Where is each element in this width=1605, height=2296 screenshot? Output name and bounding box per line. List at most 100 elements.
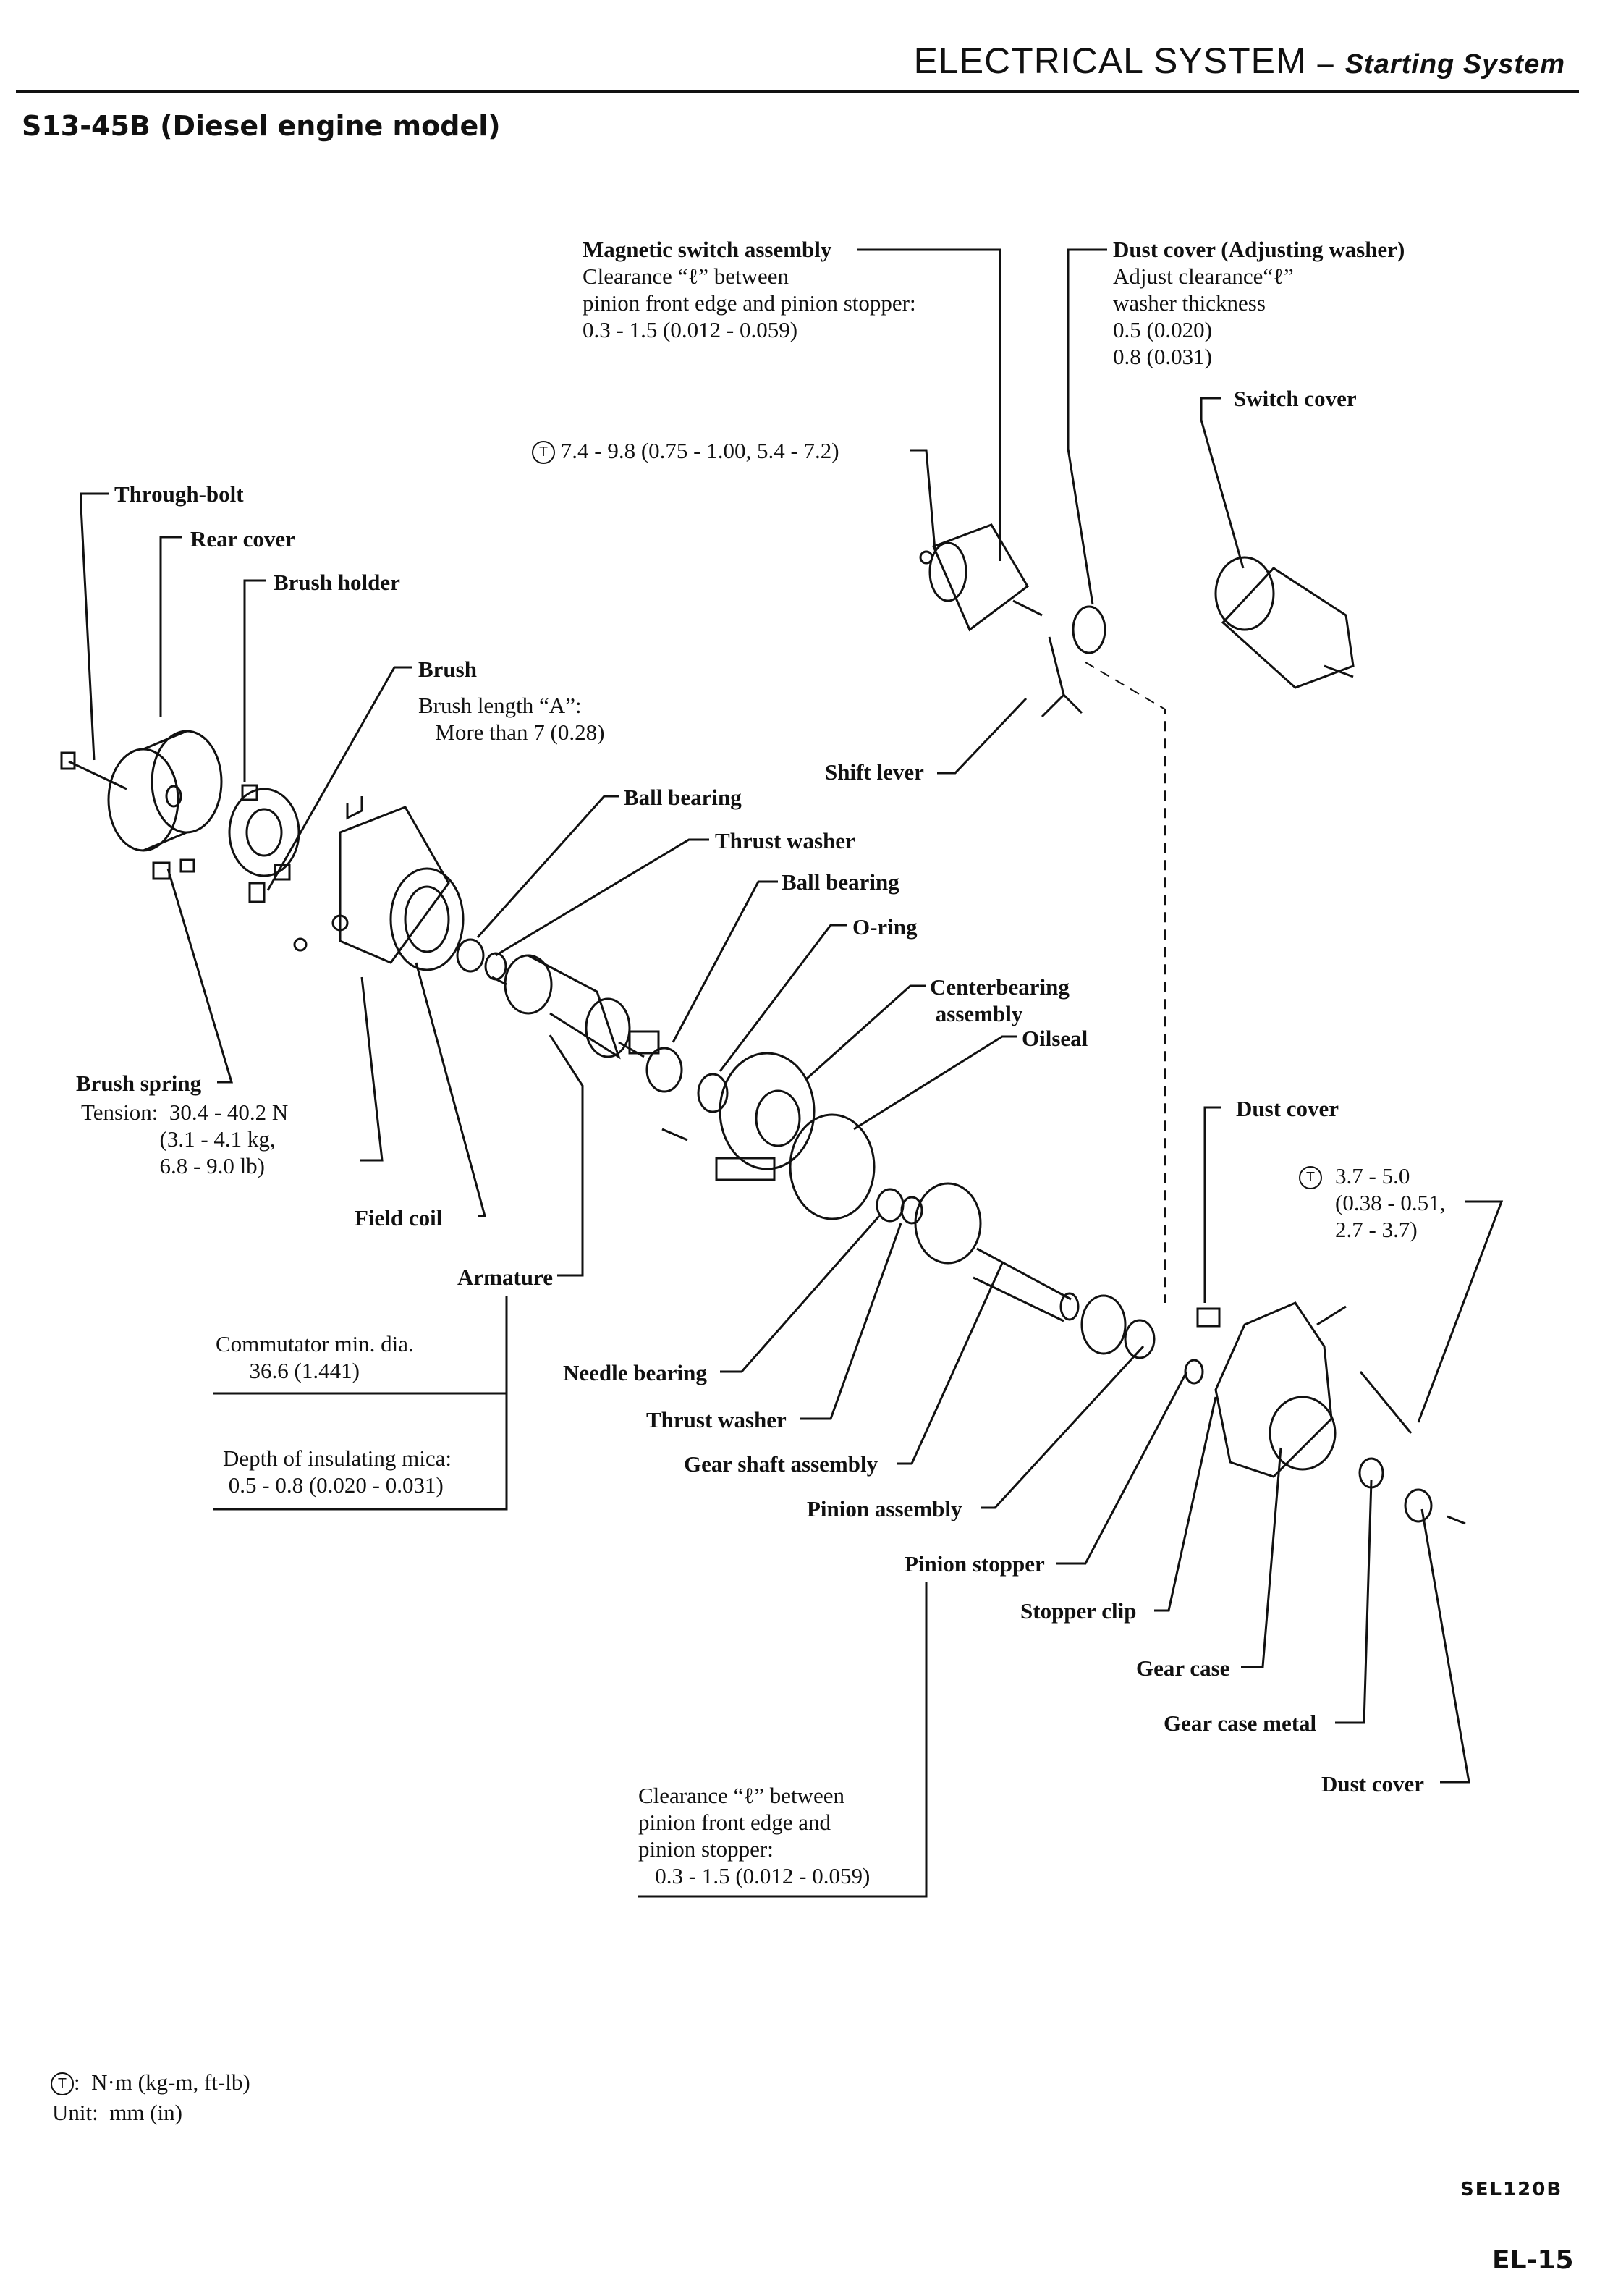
label-pinion-assembly: Pinion assembly: [807, 1496, 962, 1521]
label-stopper-clip: Stopper clip: [1020, 1598, 1137, 1624]
brush-part: [248, 882, 266, 903]
label-rear-cover: Rear cover: [190, 526, 295, 552]
label-torque-switch: T 7.4 - 9.8 (0.75 - 1.00, 5.4 - 7.2): [532, 437, 839, 464]
dust-cover-adj-part: [1072, 605, 1106, 654]
brush-spring-part: [152, 861, 171, 880]
pinion-part: [1080, 1294, 1156, 1359]
label-magnetic-switch-note: Clearance “ℓ” between pinion front edge …: [583, 263, 916, 342]
leader-oilseal: [853, 1035, 1017, 1131]
thrust-washer-1-part: [484, 952, 507, 981]
label-switch-cover: Switch cover: [1234, 386, 1357, 411]
label-dust-cover-2: Dust cover: [1236, 1096, 1339, 1121]
leader-brush-holder: [243, 579, 266, 782]
leader-dust-cover-2: [1203, 1106, 1221, 1303]
leader-stopper-clip: [1154, 1396, 1217, 1612]
leader-rear-cover: [159, 536, 182, 717]
leader-ball-bearing-1: [476, 795, 619, 939]
gear-shaft-part: [876, 1182, 1080, 1322]
label-dust-cover-adjusting-washer: Dust cover (Adjusting washer): [1113, 237, 1405, 262]
label-magnetic-switch: Magnetic switch assembly: [583, 237, 832, 262]
leader-gear-shaft: [897, 1262, 1004, 1465]
ball-bearing-2-part: [645, 1047, 683, 1093]
leader-brush: [266, 666, 412, 891]
header-subtitle: Starting System: [1344, 49, 1565, 80]
clearance-bracket: [638, 1582, 928, 1898]
label-shift-lever: Shift lever: [825, 759, 924, 785]
label-clearance-note: Clearance “ℓ” between pinion front edge …: [638, 1783, 871, 1888]
leader-torque-gear: [1417, 1200, 1504, 1423]
label-thrust-washer-2: Thrust washer: [646, 1407, 787, 1432]
leader-gear-case: [1241, 1447, 1282, 1668]
label-insulating-mica: Depth of insulating mica: 0.5 - 0.8 (0.0…: [223, 1445, 452, 1498]
dust-cover-3-part: [1404, 1488, 1433, 1523]
label-dust-cover-adjusting-note: Adjust clearance“ℓ” washer thickness 0.5…: [1113, 263, 1294, 369]
leader-armature: [415, 962, 486, 1217]
label-gear-case-metal: Gear case metal: [1164, 1710, 1317, 1736]
stopper-clip-part: [1196, 1307, 1221, 1328]
leader-magnetic-switch: [857, 248, 1001, 561]
page-header: ELECTRICAL SYSTEM – Starting System: [914, 40, 1565, 82]
magnetic-switch-part: [919, 523, 1043, 632]
field-coil-part: [293, 796, 465, 971]
section-title: S13-45B (Diesel engine model): [22, 110, 501, 142]
commutator-bracket: [213, 1296, 508, 1511]
torque-icon: T: [51, 2072, 74, 2095]
figure-code: SEL120B: [1460, 2179, 1563, 2200]
label-dust-cover-3: Dust cover: [1321, 1771, 1425, 1797]
header-title: ELECTRICAL SYSTEM: [913, 41, 1307, 81]
label-armature: Armature: [457, 1265, 553, 1290]
leader-ball-bearing-2: [672, 880, 778, 1043]
label-centerbearing: Centerbearing assembly: [930, 974, 1070, 1026]
leader-field-coil: [360, 976, 384, 1162]
oilseal-part: [789, 1113, 876, 1220]
label-needle-bearing: Needle bearing: [563, 1360, 707, 1385]
leader-torque-switch: [910, 449, 936, 551]
leader-o-ring: [719, 924, 847, 1072]
leader-pinion-stopper: [1056, 1371, 1188, 1565]
brush-holder-part: [228, 784, 300, 881]
label-gear-case: Gear case: [1136, 1655, 1230, 1681]
label-ball-bearing-2: Ball bearing: [782, 869, 899, 895]
leader-switch-cover: [1200, 397, 1245, 569]
gear-case-part: [1214, 1301, 1413, 1478]
label-o-ring: O-ring: [852, 914, 918, 940]
centerbearing-part: [715, 1052, 816, 1181]
header-rule: [16, 90, 1579, 93]
torque-icon: T: [1299, 1166, 1322, 1189]
pinion-stopper-part: [1184, 1359, 1204, 1385]
switch-cover-part: [1214, 556, 1355, 689]
leader-dust-cover-adj: [1067, 248, 1107, 605]
leader-armature-2: [549, 1034, 584, 1277]
leader-thrust-washer-1: [495, 838, 709, 957]
label-brush-spring-tension: Tension: 30.4 - 40.2 N (3.1 - 4.1 kg, 6.…: [81, 1100, 289, 1178]
torque-icon: T: [532, 441, 555, 464]
label-gear-shaft-assembly: Gear shaft assembly: [684, 1451, 878, 1477]
through-bolt-part: [60, 751, 127, 790]
leader-brush-spring: [166, 868, 234, 1084]
o-ring-part: [697, 1073, 729, 1113]
legend-unit: Unit: mm (in): [52, 2100, 182, 2125]
label-brush-holder: Brush holder: [274, 570, 400, 595]
label-through-bolt: Through-bolt: [114, 481, 244, 507]
leader-gear-case-metal: [1335, 1480, 1373, 1724]
label-ball-bearing-1: Ball bearing: [624, 785, 742, 810]
label-pinion-stopper: Pinion stopper: [905, 1551, 1045, 1577]
leader-shift-lever: [937, 697, 1028, 775]
label-field-coil: Field coil: [355, 1205, 443, 1231]
label-brush-spring: Brush spring: [76, 1071, 202, 1096]
leader-centerbearing: [805, 984, 926, 1080]
header-separator: –: [1317, 48, 1334, 80]
label-thrust-washer-1: Thrust washer: [715, 828, 855, 853]
gear-case-metal-part: [1358, 1457, 1384, 1489]
page-number: EL-15: [1492, 2245, 1574, 2275]
shift-lever-part: [1041, 636, 1083, 718]
assembly-axis: [1085, 662, 1166, 1303]
label-torque-gear: T: [1299, 1162, 1322, 1189]
leader-needle-bearing: [720, 1215, 881, 1373]
leader-through-bolt: [80, 492, 109, 761]
rear-cover-part: [107, 730, 223, 852]
label-commutator: Commutator min. dia. 36.6 (1.441): [216, 1331, 414, 1383]
leader-dust-cover-3: [1420, 1508, 1470, 1784]
label-brush-length-note: Brush length “A”: More than 7 (0.28): [418, 693, 605, 745]
